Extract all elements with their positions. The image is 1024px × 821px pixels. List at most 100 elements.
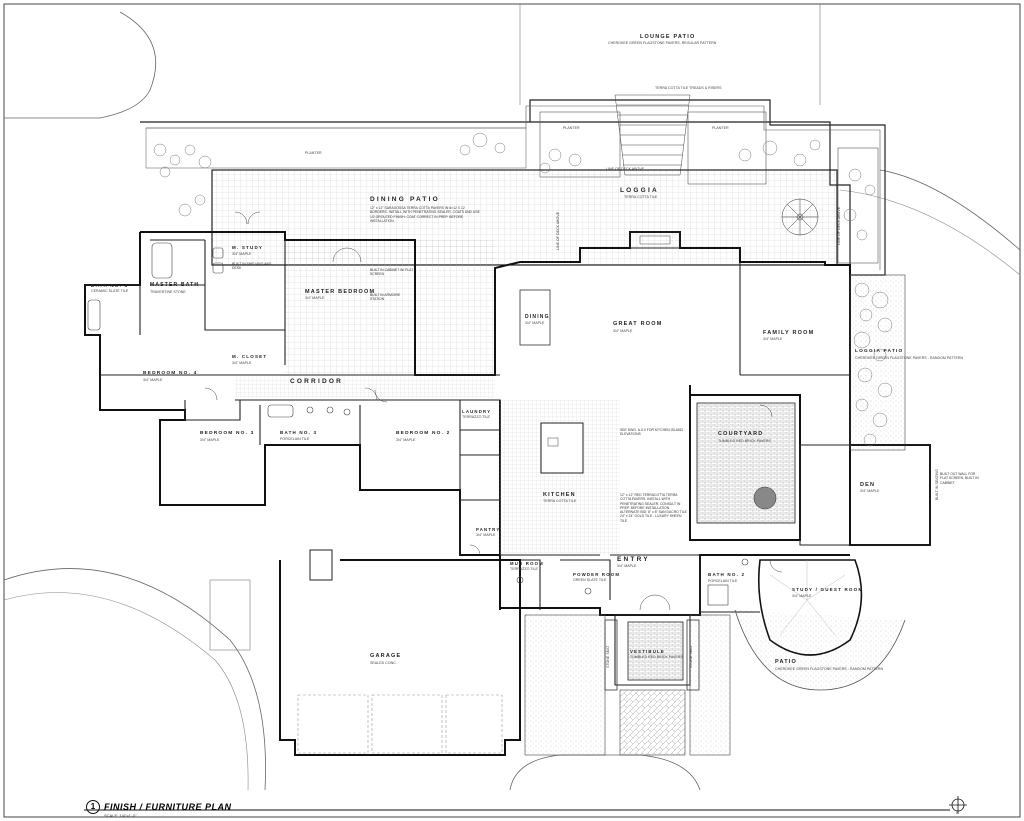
kitchen-finish: TERRA COTTA TILE	[543, 499, 577, 503]
drawing-title: FINISH / FURNITURE PLAN	[104, 802, 232, 812]
m-study-finish: 3/4" MAPLE	[232, 252, 252, 256]
vestibule-finish: TUMBLED RED BRICK PAVERS	[630, 655, 683, 659]
entry-herringbone	[619, 689, 686, 756]
m-study-note: BUILT IN SHELVING AND DESK	[232, 262, 272, 271]
north-arrow	[949, 796, 967, 814]
bedroom-2-finish: 3/4" MAPLE	[396, 438, 416, 442]
spiral-stair	[781, 198, 819, 236]
mud-room-finish: TERRAZZO TILE	[510, 567, 538, 571]
entry-walk-right	[689, 614, 731, 756]
family-room-label: FAMILY ROOM	[763, 330, 815, 336]
entry-label: ENTRY	[617, 556, 650, 563]
master-bath-label: MASTER BATH	[150, 282, 200, 288]
master-bath-finish: TRAVERTINE STONE	[150, 290, 186, 294]
garage-walls	[279, 559, 521, 756]
planter-top-label: PLANTER	[305, 151, 322, 155]
powder-room-finish: GREEN SLATE TILE	[573, 578, 607, 582]
entry-finish: 3/4" MAPLE	[617, 564, 637, 568]
north-arrow-label: N	[956, 811, 959, 815]
bath-3-finish: PORCELAIN TILE	[280, 437, 310, 441]
kitchen-tile-note: 12" x 12" RED TERRACOTTA TERRA COTTA PAV…	[620, 493, 687, 523]
dining-patio-note: 12" x 12" SARAGOSSA TERRA COTTA PAVERS I…	[370, 206, 480, 223]
m-closet-finish: 3/4" MAPLE	[232, 361, 252, 365]
patio-label: PATIO	[775, 659, 797, 665]
bath-2-label: BATH NO. 2	[708, 572, 746, 577]
bath-4-finish: CERAMIC SLATE TILE	[91, 289, 129, 293]
entry-walk-left	[524, 614, 606, 756]
dining-patio-label: DINING PATIO	[370, 196, 440, 203]
bedroom-4-finish: 3/4" MAPLE	[143, 378, 163, 382]
lounge-patio-note: CHEROKEE GREEN FLAGSTONE PAVERS, REGULAR…	[608, 41, 717, 45]
master-bedroom-finish: 3/4" MAPLE	[305, 296, 325, 300]
corridor-label: CORRIDOR	[290, 378, 343, 385]
line-of-deck-label: LINE OF DECK ABOVE	[606, 167, 645, 171]
study-guest-label: STUDY / GUEST ROOM	[792, 587, 864, 592]
lounge-patio-label: LOUNGE PATIO	[640, 34, 696, 40]
laundry-finish: TERRAZZO TILE	[462, 415, 490, 419]
courtyard-finish: TUMBLED RED BRICK PAVERS	[718, 439, 771, 443]
bedroom-2-label: BEDROOM NO. 2	[396, 431, 451, 436]
powder-room-label: POWDER ROOM	[573, 572, 621, 577]
drawing-scale: SCALE: 1/4"=1'-0"	[104, 813, 137, 818]
kitchen-island-note: SEE DWG. A-5.0 FOR KITCHEN ISLAND ELEVAT…	[620, 428, 683, 437]
garage-label: GARAGE	[370, 653, 402, 659]
bath-4-label: BATH NO. 4	[91, 283, 129, 288]
m-study-label: M. STUDY	[232, 245, 264, 250]
patio-note: CHEROKEE GREEN FLAGSTONE PAVERS - RANDOM…	[775, 667, 884, 671]
drawing-number: 1	[86, 800, 100, 814]
patio-curve	[734, 609, 906, 691]
stairs	[614, 94, 691, 176]
great-room-label: GREAT ROOM	[613, 321, 663, 327]
laundry-label: LAUNDRY	[462, 409, 492, 414]
fireplace	[629, 231, 681, 249]
line-of-deck-right: LINE OF DECK ABOVE	[837, 206, 841, 245]
door-swings	[204, 211, 783, 611]
planter-right-label: PLANTER	[712, 126, 729, 130]
built-in-seating-label: BUILT IN SEATING	[935, 469, 939, 500]
corridor-floor	[235, 377, 495, 398]
courtyard-label: COURTYARD	[718, 431, 764, 437]
loggia-patio-note: CHEROKEE GREEN FLAGSTONE PAVERS - RANDOM…	[855, 356, 964, 360]
m-closet-label: M. CLOSET	[232, 354, 268, 359]
bedroom-4-label: BEDROOM NO. 4	[143, 371, 198, 376]
stone-seat-right: STONE SEAT	[689, 645, 693, 668]
courtyard-floor	[696, 402, 796, 524]
dining-finish: 3/4" MAPLE	[525, 321, 545, 325]
loggia-finish: TERRA COTTA TILE	[624, 195, 658, 199]
study-guest-finish: 3/4" MAPLE	[792, 594, 812, 598]
pantry-finish: 3/4" MAPLE	[476, 533, 496, 537]
landscape-curve	[4, 11, 157, 119]
stairs-note: TERRA COTTA TILE TREADS & RISERS	[655, 86, 722, 90]
family-room-finish: 3/4" MAPLE	[763, 337, 783, 341]
mud-room-label: MUD ROOM	[510, 561, 544, 566]
vestibule-label: VESTIBULE	[630, 649, 665, 654]
master-bedroom-label: MASTER BEDROOM	[305, 289, 376, 295]
den-label: DEN	[860, 482, 876, 488]
bath-2-finish: PORCELAIN TILE	[708, 579, 738, 583]
loggia-label: LOGGIA	[620, 187, 659, 194]
stone-seat-left: STONE SEAT	[606, 645, 610, 668]
dining-table	[519, 289, 551, 346]
vestibule-floor	[627, 621, 684, 681]
dining-label: DINING	[525, 314, 550, 320]
line-of-deck-left: LINE OF DECK ABOVE	[556, 211, 560, 250]
loggia-patio-label: LOGGIA PATIO	[855, 349, 904, 354]
built-in-armoire-note: BUILT IN ARMOIRE STATION	[370, 293, 401, 302]
built-in-cabinet-note: BUILT IN CABINET W/ FLAT SCREEN	[370, 268, 414, 277]
pantry-label: PANTRY	[476, 527, 501, 532]
garage-finish: SEALED CONC.	[370, 661, 397, 665]
planter-left-label: PLANTER	[563, 126, 580, 130]
den-note: BUILT OUT WALL FOR FLAT SCREEN, BUILT IN…	[940, 472, 979, 485]
courtyard-fountain	[753, 486, 777, 510]
bedroom-3-finish: 3/4" MAPLE	[200, 438, 220, 442]
bedroom-3-label: BEDROOM NO. 3	[200, 431, 255, 436]
bath-fixtures	[87, 242, 749, 606]
great-room-finish: 3/4" MAPLE	[613, 329, 633, 333]
den-walls	[799, 444, 931, 546]
kitchen-island	[540, 422, 584, 474]
bath-3-label: BATH NO. 3	[280, 430, 318, 435]
study-radial-floor	[769, 560, 846, 636]
den-finish: 3/4" MAPLE	[860, 489, 880, 493]
kitchen-label: KITCHEN	[543, 492, 576, 498]
